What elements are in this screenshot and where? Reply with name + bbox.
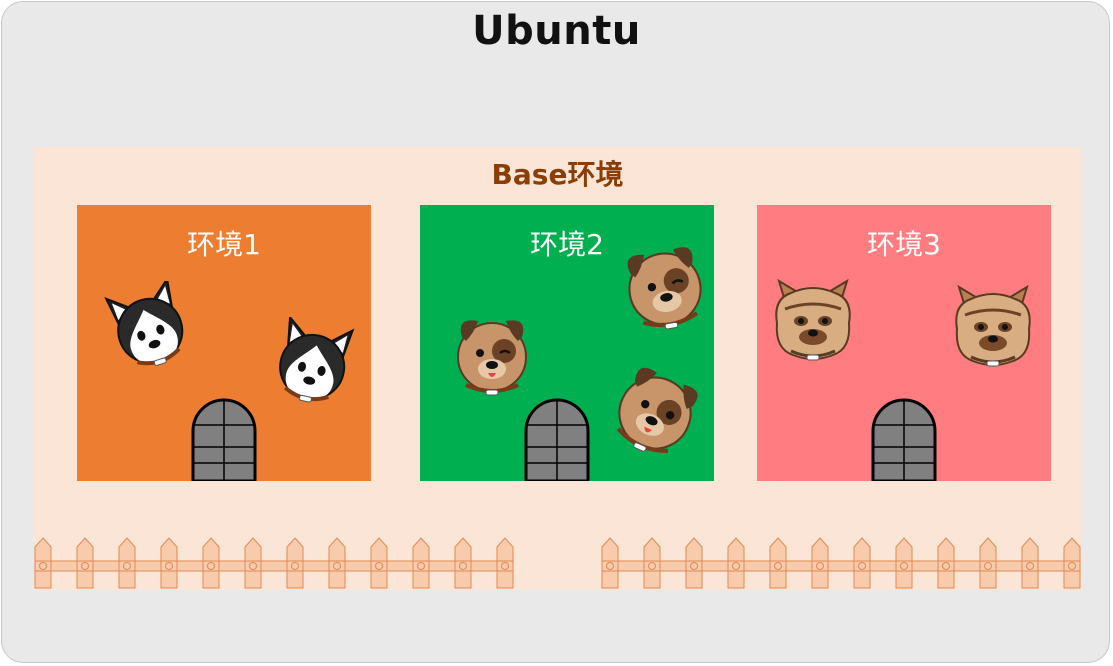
fence-nail bbox=[81, 562, 89, 570]
fence-nail bbox=[165, 562, 173, 570]
fence-nail bbox=[816, 562, 824, 570]
door-icon bbox=[524, 398, 590, 481]
yorkie-icon bbox=[775, 279, 851, 361]
fence-nail bbox=[123, 562, 131, 570]
environment-3: 环境3 bbox=[757, 205, 1051, 481]
fence-right bbox=[601, 537, 1081, 589]
fence-nail bbox=[291, 562, 299, 570]
door-icon bbox=[871, 398, 937, 481]
fence-nail bbox=[900, 562, 908, 570]
environment-label: 环境1 bbox=[187, 228, 261, 261]
fence-nail bbox=[39, 562, 47, 570]
fence-rail bbox=[601, 560, 1081, 572]
fence-nail bbox=[417, 562, 425, 570]
fence-nail bbox=[207, 562, 215, 570]
pug-icon bbox=[627, 247, 702, 330]
pug-icon bbox=[457, 320, 527, 396]
fence-left bbox=[34, 537, 514, 589]
environment-label: 环境2 bbox=[530, 228, 604, 261]
fence-rail bbox=[34, 560, 514, 572]
fence-nail bbox=[606, 562, 614, 570]
husky-icon bbox=[279, 317, 355, 403]
environment-label: 环境3 bbox=[867, 228, 941, 261]
fence-nail bbox=[1026, 562, 1034, 570]
fence-nail bbox=[774, 562, 782, 570]
environment-1: 环境1 bbox=[77, 205, 371, 481]
fence-nail bbox=[333, 562, 341, 570]
os-title: Ubuntu bbox=[472, 8, 641, 54]
environment-2: 环境2 bbox=[420, 205, 714, 481]
fence-nail bbox=[459, 562, 467, 570]
fence-nail bbox=[375, 562, 383, 570]
fence-nail bbox=[732, 562, 740, 570]
pug-icon bbox=[616, 367, 698, 453]
fence-nail bbox=[249, 562, 257, 570]
fence-nail bbox=[501, 562, 509, 570]
husky-icon bbox=[104, 281, 184, 366]
fence-nail bbox=[1068, 562, 1076, 570]
base-title: Base环境 bbox=[491, 158, 624, 191]
yorkie-icon bbox=[955, 285, 1031, 367]
base-environment: Base环境 环境1 bbox=[34, 147, 1081, 590]
fence-nail bbox=[648, 562, 656, 570]
fence-nail bbox=[690, 562, 698, 570]
fence-nail bbox=[858, 562, 866, 570]
door-icon bbox=[191, 398, 257, 481]
fence-nail bbox=[984, 562, 992, 570]
fence-nail bbox=[942, 562, 950, 570]
